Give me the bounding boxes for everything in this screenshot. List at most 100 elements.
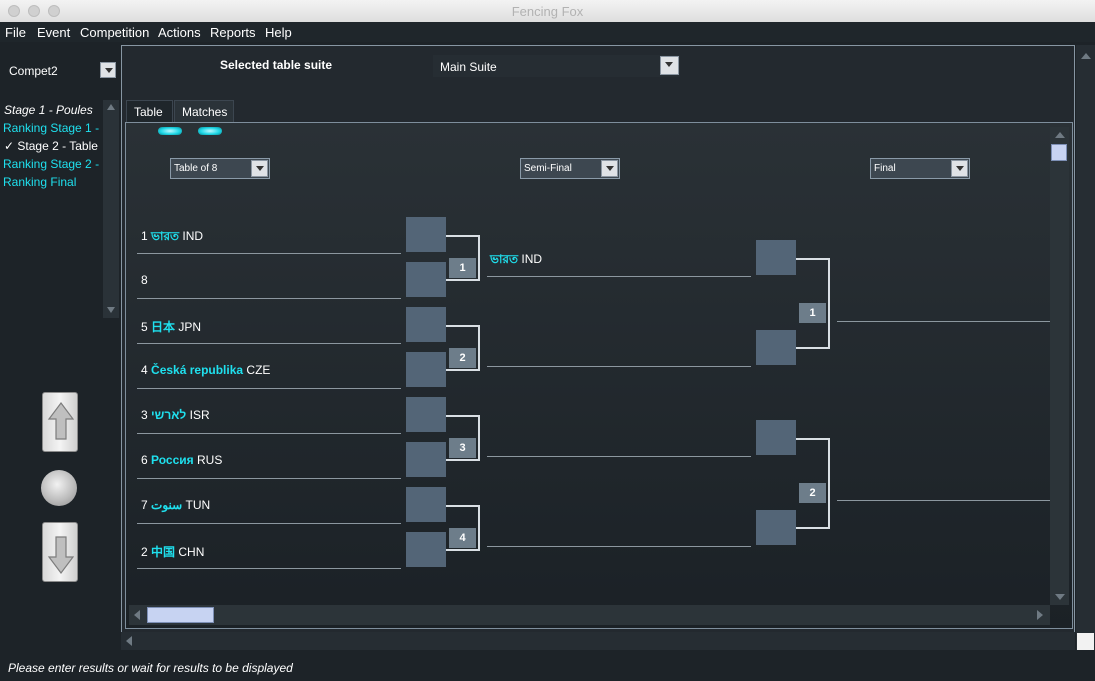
stage-item-3[interactable]: ✓ Stage 2 - Table <box>4 139 98 153</box>
tab-table[interactable]: Table <box>126 100 173 122</box>
bracket-connector <box>796 258 830 349</box>
country-code: IND <box>182 229 204 243</box>
stage-item-1[interactable]: Stage 1 - Poules <box>4 103 93 117</box>
country-native-name: 中国 <box>151 545 176 559</box>
chevron-down-icon[interactable] <box>100 62 116 78</box>
score-box[interactable] <box>756 240 796 275</box>
menu-event[interactable]: Event <box>37 25 71 40</box>
title-bar: Fencing Fox <box>0 0 1095 23</box>
outer-hscrollbar[interactable] <box>121 632 1075 650</box>
round-select-value: Semi-Final <box>524 163 572 174</box>
stage-item-2[interactable]: Ranking Stage 1 - <box>3 121 100 135</box>
chevron-down-icon[interactable] <box>951 160 968 177</box>
status-indicator-button[interactable] <box>41 470 77 506</box>
round-select-final[interactable]: Final <box>870 158 970 179</box>
stage-list-scrollbar[interactable] <box>103 100 119 318</box>
chevron-down-icon[interactable] <box>601 160 618 177</box>
window-title: Fencing Fox <box>511 4 584 19</box>
bracket-entry[interactable]: 8 <box>141 273 148 287</box>
suite-select-value: Main Suite <box>440 60 497 74</box>
menu-actions[interactable]: Actions <box>158 25 201 40</box>
seed: 8 <box>141 273 148 287</box>
score-box[interactable] <box>406 262 446 297</box>
menu-file[interactable]: File <box>5 25 26 40</box>
seed: 2 <box>141 545 148 559</box>
scroll-down-icon[interactable] <box>107 307 115 313</box>
bracket-entry[interactable]: 6 Россия RUS <box>141 453 222 467</box>
match-number[interactable]: 3 <box>449 438 476 458</box>
tab-matches[interactable]: Matches <box>174 100 234 122</box>
seed: 4 <box>141 363 148 377</box>
match-number[interactable]: 4 <box>449 528 476 548</box>
bracket-entry[interactable]: 4 Česká republika CZE <box>141 363 270 377</box>
round-select-table-of-8[interactable]: Table of 8 <box>170 158 270 179</box>
scroll-down-icon[interactable] <box>1055 594 1065 600</box>
entry-line <box>137 253 401 254</box>
score-box[interactable] <box>756 510 796 545</box>
bracket-connector <box>446 235 480 281</box>
bracket-connector <box>446 325 480 371</box>
competition-select[interactable]: Compet2 <box>4 61 117 81</box>
match-number[interactable]: 2 <box>449 348 476 368</box>
bracket-entry[interactable]: 1 ভারত IND <box>141 228 203 248</box>
score-box[interactable] <box>406 307 446 342</box>
country-code: CZE <box>246 363 271 377</box>
chevron-down-icon[interactable] <box>660 56 679 75</box>
score-box[interactable] <box>406 217 446 252</box>
minimize-window-button[interactable] <box>28 5 40 17</box>
bracket-entry[interactable]: 2 中国 CHN <box>141 543 204 560</box>
seed: 7 <box>141 498 148 512</box>
outer-scrollbar[interactable] <box>1076 45 1095 650</box>
scroll-right-icon[interactable] <box>1037 610 1043 620</box>
seed: 6 <box>141 453 148 467</box>
score-box[interactable] <box>406 442 446 477</box>
resize-corner[interactable] <box>1077 633 1094 650</box>
entry-line <box>487 276 751 277</box>
scroll-up-icon[interactable] <box>107 104 115 110</box>
move-up-button[interactable] <box>42 392 78 452</box>
stage-item-5[interactable]: Ranking Final <box>3 175 77 189</box>
bracket-connector <box>796 438 830 529</box>
bracket-entry[interactable]: 3 לארשי ISR <box>141 408 210 422</box>
bracket-entry-semi[interactable]: ভারত IND <box>490 251 542 271</box>
zoom-window-button[interactable] <box>48 5 60 17</box>
scroll-left-icon[interactable] <box>126 636 132 646</box>
move-down-button[interactable] <box>42 522 78 582</box>
entry-line <box>137 388 401 389</box>
chevron-down-icon[interactable] <box>251 160 268 177</box>
match-number[interactable]: 2 <box>799 483 826 503</box>
country-native-name: سنوت <box>151 498 183 512</box>
menu-reports[interactable]: Reports <box>210 25 256 40</box>
bracket-hscrollbar[interactable] <box>129 605 1050 625</box>
entry-line <box>837 500 1050 501</box>
entry-line <box>137 568 401 569</box>
entry-line <box>137 433 401 434</box>
suite-select[interactable]: Main Suite <box>433 55 680 77</box>
scroll-thumb[interactable] <box>147 607 214 623</box>
match-number[interactable]: 1 <box>449 258 476 278</box>
scroll-thumb[interactable] <box>1051 144 1067 161</box>
country-code: ISR <box>189 408 210 422</box>
scroll-up-icon[interactable] <box>1081 53 1091 59</box>
scroll-up-icon[interactable] <box>1055 132 1065 138</box>
match-number[interactable]: 1 <box>799 303 826 323</box>
menu-competition[interactable]: Competition <box>80 25 150 40</box>
scroll-left-icon[interactable] <box>134 610 140 620</box>
score-box[interactable] <box>406 352 446 387</box>
round-select-semi-final[interactable]: Semi-Final <box>520 158 620 179</box>
country-native-name: לארשי <box>151 408 187 422</box>
close-window-button[interactable] <box>8 5 20 17</box>
score-box[interactable] <box>406 532 446 567</box>
arrow-up-icon <box>47 402 75 440</box>
bracket-vscrollbar[interactable] <box>1050 127 1069 605</box>
score-box[interactable] <box>756 330 796 365</box>
bracket-entry[interactable]: 7 سنوت TUN <box>141 498 210 512</box>
bracket-entry[interactable]: 5 日本 JPN <box>141 318 201 335</box>
entry-line <box>837 321 1050 322</box>
menu-bar: File Event Competition Actions Reports H… <box>0 22 1095 42</box>
menu-help[interactable]: Help <box>265 25 292 40</box>
score-box[interactable] <box>406 487 446 522</box>
stage-item-4[interactable]: Ranking Stage 2 - <box>3 157 100 171</box>
score-box[interactable] <box>406 397 446 432</box>
score-box[interactable] <box>756 420 796 455</box>
